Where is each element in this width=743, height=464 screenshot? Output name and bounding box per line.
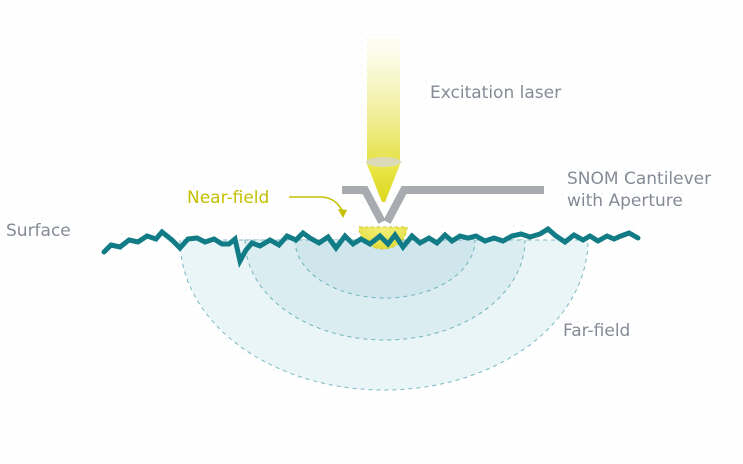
far-field-label: Far-field: [563, 321, 631, 341]
near-field-arrow-head: [338, 209, 347, 218]
surface-profile: [101, 225, 641, 269]
excitation-laser-beam: [366, 38, 401, 202]
laser-beam: [367, 38, 400, 163]
snom-cantilever-label-line2: with Aperture: [567, 191, 683, 211]
far-field-regions: [179, 239, 589, 391]
laser-cone: [366, 162, 401, 202]
snom-cantilever-label: SNOM Cantilever with Aperture: [567, 168, 711, 212]
snom-cantilever: [342, 186, 544, 224]
snom-cantilever-label-line1: SNOM Cantilever: [567, 169, 712, 189]
near-field-label: Near-field: [187, 188, 270, 208]
near-field-pointer: [289, 196, 347, 218]
surface-label: Surface: [6, 221, 71, 241]
excitation-laser-label: Excitation laser: [430, 83, 562, 103]
laser-cone-top: [366, 157, 401, 167]
far-field-inner: [294, 239, 476, 299]
cantilever-left-arm: [342, 186, 386, 224]
cantilever-right-arm: [383, 186, 544, 224]
near-field-arrow-line: [289, 196, 344, 213]
